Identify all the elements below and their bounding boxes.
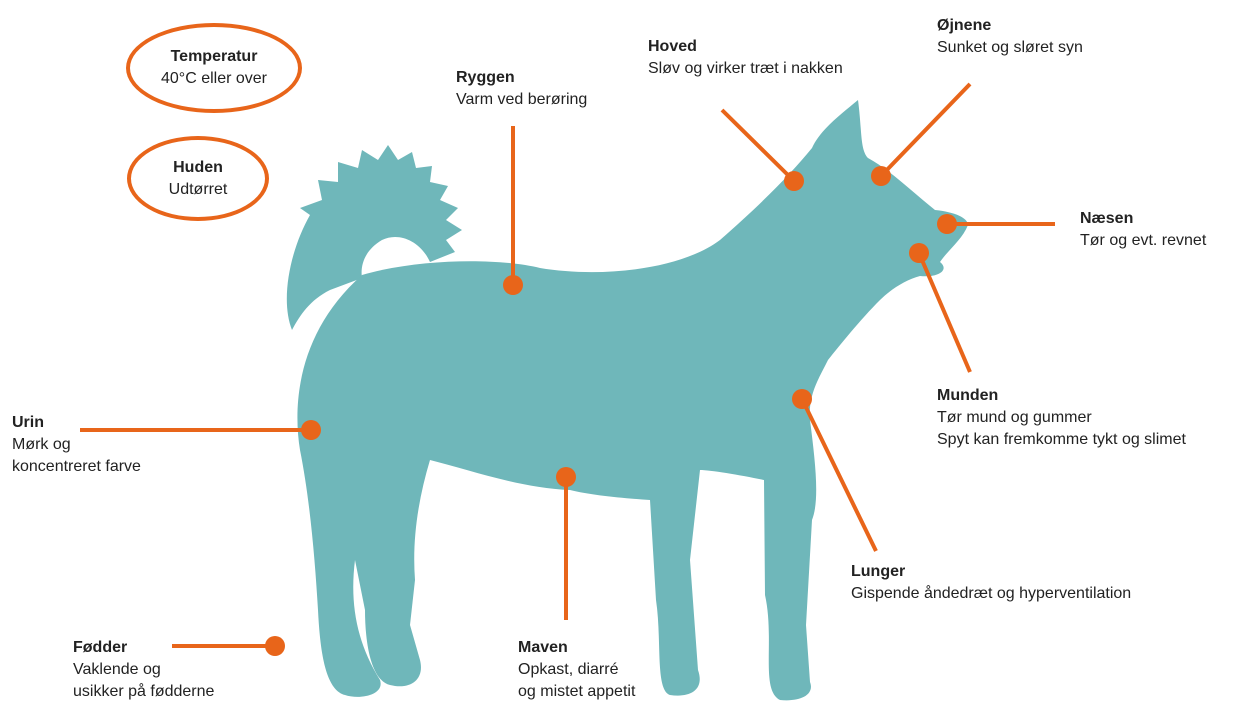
marker-maven [556, 467, 576, 487]
marker-naesen [937, 214, 957, 234]
connector-hoved [722, 110, 794, 181]
fodder-line-2: usikker på fødderne [73, 681, 214, 703]
marker-fodder [265, 636, 285, 656]
marker-munden [909, 243, 929, 263]
marker-lunger [792, 389, 812, 409]
urin-title: Urin [12, 412, 141, 434]
marker-hoved [784, 171, 804, 191]
label-maven: Maven Opkast, diarré og mistet appetit [518, 637, 635, 703]
label-ryggen: Ryggen Varm ved berøring [456, 67, 587, 111]
fodder-line-1: Vaklende og [73, 659, 214, 681]
urin-line-2: koncentreret farve [12, 456, 141, 478]
marker-ojnene [871, 166, 891, 186]
bubble-huden: Huden Udtørret [127, 136, 269, 221]
ryggen-line-1: Varm ved berøring [456, 89, 587, 111]
naesen-title: Næsen [1080, 208, 1206, 230]
hoved-title: Hoved [648, 36, 843, 58]
hoved-line-1: Sløv og virker træt i nakken [648, 58, 843, 80]
label-urin: Urin Mørk og koncentreret farve [12, 412, 141, 478]
temperatur-text: 40°C eller over [161, 68, 267, 90]
huden-title: Huden [173, 157, 223, 179]
label-hoved: Hoved Sløv og virker træt i nakken [648, 36, 843, 80]
label-ojnene: Øjnene Sunket og sløret syn [937, 15, 1083, 59]
label-naesen: Næsen Tør og evt. revnet [1080, 208, 1206, 252]
label-munden: Munden Tør mund og gummer Spyt kan fremk… [937, 385, 1186, 451]
ryggen-title: Ryggen [456, 67, 587, 89]
maven-title: Maven [518, 637, 635, 659]
naesen-line-1: Tør og evt. revnet [1080, 230, 1206, 252]
munden-line-2: Spyt kan fremkomme tykt og slimet [937, 429, 1186, 451]
munden-title: Munden [937, 385, 1186, 407]
ojnene-title: Øjnene [937, 15, 1083, 37]
connector-ojnene [881, 84, 970, 176]
huden-text: Udtørret [169, 179, 228, 201]
marker-ryggen [503, 275, 523, 295]
connector-munden [919, 253, 970, 372]
label-fodder: Fødder Vaklende og usikker på fødderne [73, 637, 214, 703]
maven-line-2: og mistet appetit [518, 681, 635, 703]
munden-line-1: Tør mund og gummer [937, 407, 1186, 429]
urin-line-1: Mørk og [12, 434, 141, 456]
maven-line-1: Opkast, diarré [518, 659, 635, 681]
label-lunger: Lunger Gispende åndedræt og hyperventila… [851, 561, 1131, 605]
temperatur-title: Temperatur [171, 46, 258, 68]
bubble-temperatur: Temperatur 40°C eller over [126, 23, 302, 113]
marker-urin [301, 420, 321, 440]
lunger-line-1: Gispende åndedræt og hyperventilation [851, 583, 1131, 605]
lunger-title: Lunger [851, 561, 1131, 583]
fodder-title: Fødder [73, 637, 214, 659]
ojnene-line-1: Sunket og sløret syn [937, 37, 1083, 59]
